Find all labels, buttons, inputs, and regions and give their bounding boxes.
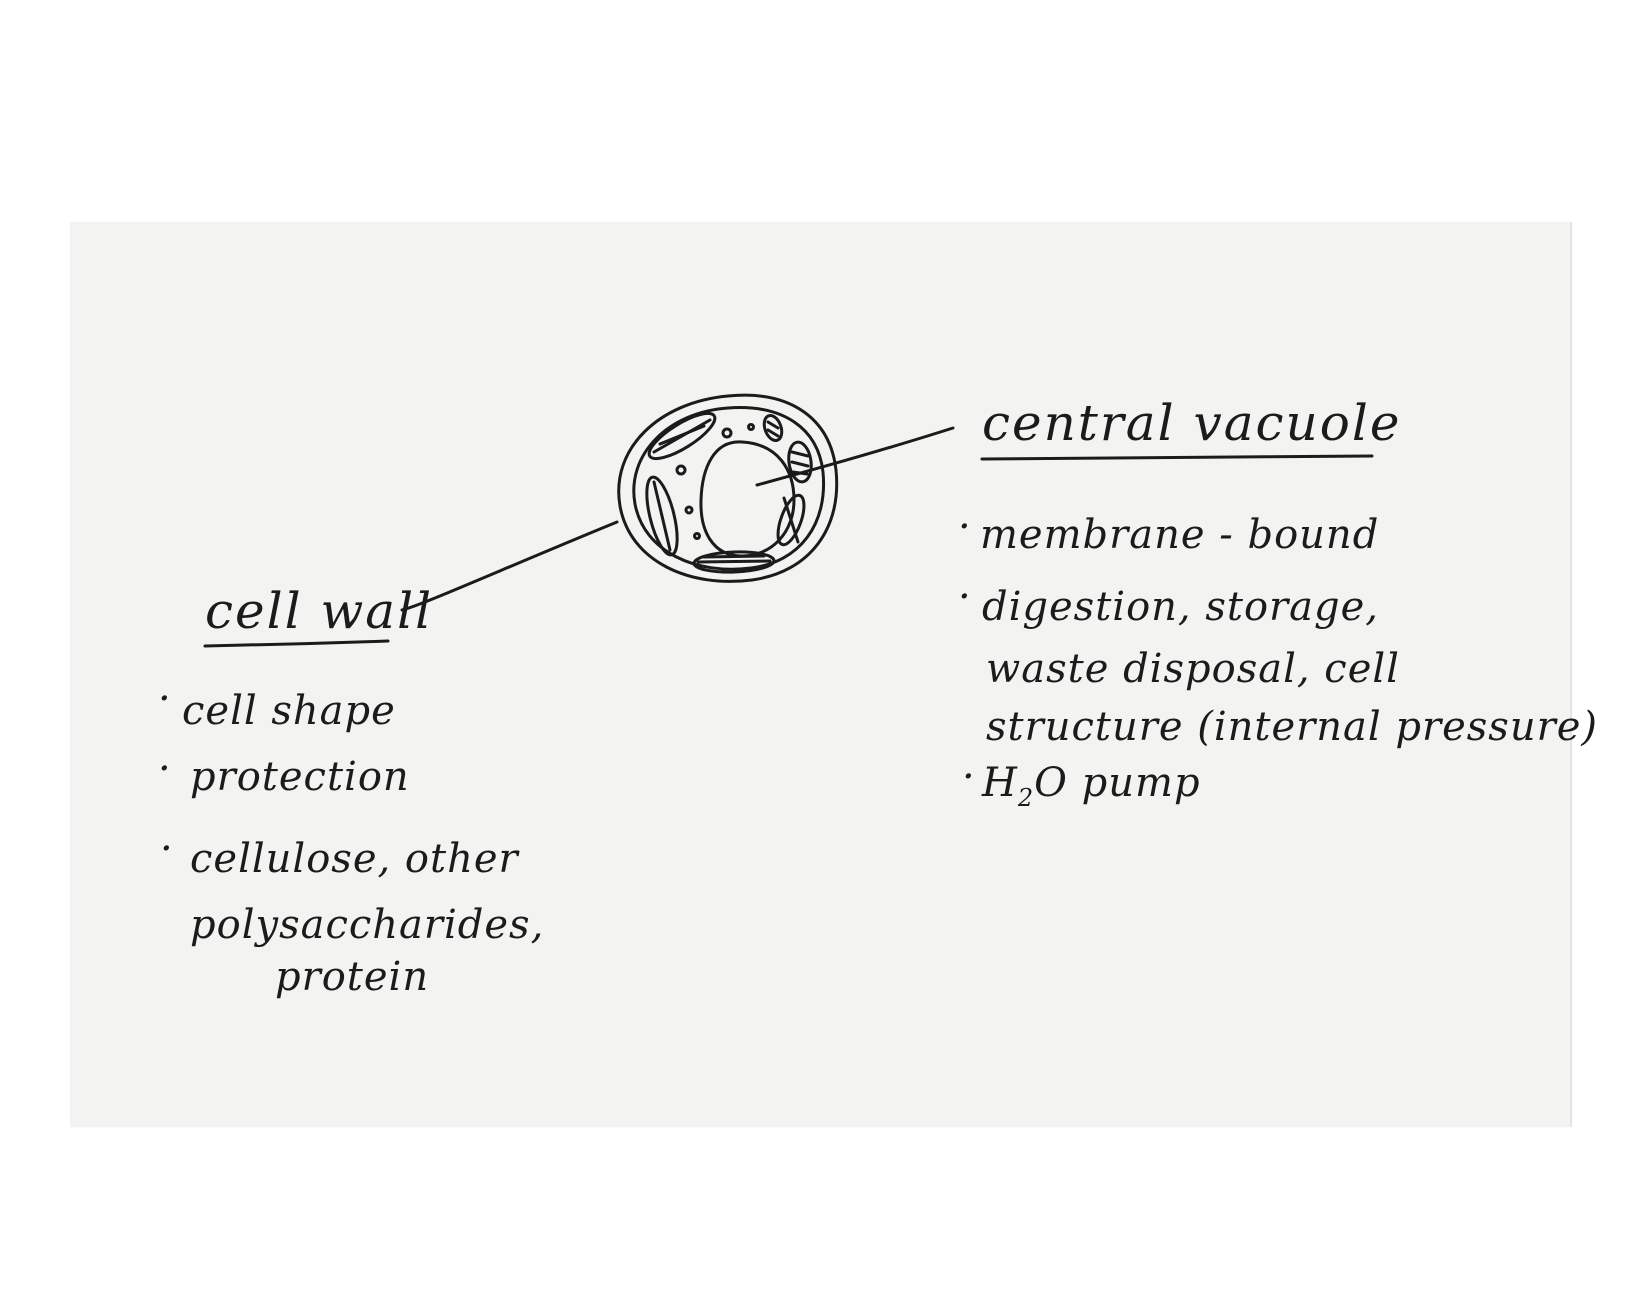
vesicle xyxy=(693,532,701,540)
vesicle xyxy=(675,464,687,476)
chloroplast-right xyxy=(776,493,806,547)
cell-wall-underline xyxy=(203,639,390,648)
cell-wall-outer xyxy=(617,393,839,583)
central-vacuole-item: structure (internal pressure) xyxy=(986,704,1598,750)
central-vacuole-underline xyxy=(980,454,1374,461)
bullet: · xyxy=(158,676,171,722)
central-vacuole-item: waste disposal, cell xyxy=(986,646,1400,692)
central-vacuole-title: central vacuole xyxy=(982,394,1401,452)
cell-wall-item: protein xyxy=(275,954,429,1000)
central-vacuole-item: digestion, storage, xyxy=(982,584,1379,630)
chloroplast-bottom xyxy=(692,550,776,574)
cell-wall-leader-line xyxy=(400,520,619,612)
cell-wall-item: polysaccharides, xyxy=(190,902,544,948)
cell-wall-title: cell wall xyxy=(205,582,433,640)
bullet: · xyxy=(160,826,173,872)
bullet: · xyxy=(962,754,975,800)
central-vacuole-item-h2o: H2O pump xyxy=(981,760,1201,812)
cell-wall-item: cell shape xyxy=(182,688,396,734)
vesicle xyxy=(747,423,755,431)
plant-cell-drawing xyxy=(617,393,839,583)
chloroplast-left xyxy=(645,475,679,557)
cell-wall-item: cellulose, other xyxy=(190,836,521,882)
bullet: · xyxy=(958,504,971,550)
chloroplast-top-left xyxy=(647,411,717,461)
cell-membrane xyxy=(632,406,826,571)
central-vacuole-leader-line xyxy=(755,426,955,487)
index-card xyxy=(70,222,1572,1127)
cell-wall-item: protection xyxy=(190,754,410,800)
bullet: · xyxy=(158,746,171,792)
mitochondrion-top xyxy=(762,413,784,443)
vesicle xyxy=(721,427,733,439)
vesicle xyxy=(684,505,694,515)
central-vacuole-item: membrane - bound xyxy=(980,512,1379,558)
central-vacuole-shape xyxy=(699,440,796,558)
bullet: · xyxy=(958,574,971,620)
